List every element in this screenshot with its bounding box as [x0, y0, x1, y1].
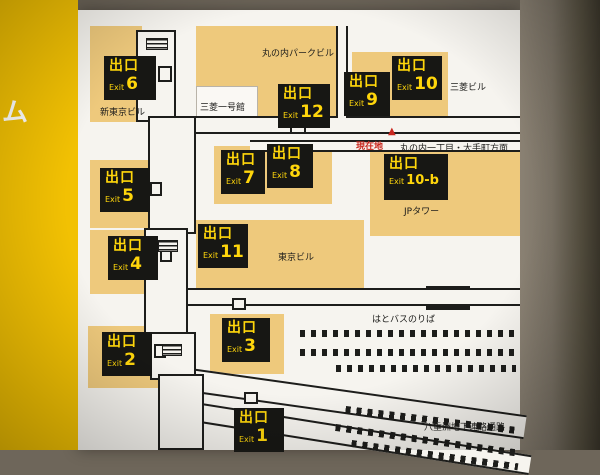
exit-number: 6 [126, 74, 138, 94]
exit-en-label: Exit [389, 177, 405, 186]
crosswalk-hatch-1 [300, 330, 515, 337]
current-location-marker-icon: ▲ [388, 126, 396, 137]
stairs-icon-1 [146, 38, 168, 50]
exit-jp-label: 出口 [397, 58, 427, 74]
crosswalk-hatch-3 [336, 365, 516, 372]
street-branch [250, 140, 520, 152]
exit-en-label: Exit [227, 345, 243, 354]
label-direction-marunouchi-otemachi: 丸の内一丁目・大手町方面 [400, 144, 509, 154]
label-tokyo-building: 東京ビル [278, 253, 315, 263]
exit-number: 11 [220, 242, 244, 262]
exit-en-label: Exit [107, 359, 123, 368]
crosswalk-hatch-2 [300, 349, 515, 356]
stair-stub-exit3 [232, 298, 246, 310]
stairs-icon-2 [158, 240, 178, 252]
stair-stub-exit1 [244, 392, 258, 404]
label-marunouchi-park-building: 丸の内パークビル [262, 49, 335, 59]
sign-yellow-border [0, 0, 78, 450]
exit-number: 7 [243, 168, 255, 188]
label-jp-tower: JPタワー [404, 207, 440, 217]
street-main [158, 116, 520, 134]
exit-en-label: Exit [113, 263, 129, 272]
exit-jp-label: 出口 [203, 226, 233, 242]
exit-number: 9 [366, 90, 378, 110]
street-lower [148, 288, 520, 306]
exit-number: 3 [244, 336, 256, 356]
exit-jp-label: 出口 [349, 74, 379, 90]
label-shin-tokyo-building: 新東京ビル [100, 108, 146, 118]
exit-en-label: Exit [272, 171, 288, 180]
exit-jp-label: 出口 [109, 58, 139, 74]
corridor-segment-5 [158, 374, 204, 450]
exit-en-label: Exit [397, 83, 413, 92]
exit-jp-label: 出口 [113, 238, 143, 254]
exit-jp-label: 出口 [107, 334, 137, 350]
exit-en-label: Exit [226, 177, 242, 186]
wall [520, 0, 600, 450]
exit-en-label: Exit [349, 99, 365, 108]
exit-jp-label: 出口 [105, 170, 135, 186]
exit-number: 1 [256, 426, 268, 446]
label-hato-bus-stop: はとバスのりば [372, 315, 436, 325]
exit-jp-label: 出口 [227, 320, 257, 336]
label-yaesu-passage: 八重洲地下連絡通路 [424, 423, 506, 433]
exit-en-label: Exit [109, 83, 125, 92]
exit-jp-label: 出口 [239, 410, 269, 426]
exit-en-label: Exit [203, 251, 219, 260]
exit-jp-label: 出口 [226, 152, 256, 168]
exit-number: 8 [289, 162, 301, 182]
exit-number: 10 [414, 74, 438, 94]
label-mitsubishi-building: 三菱ビル [450, 83, 487, 93]
stairs-icon-3 [162, 344, 182, 356]
stair-stub-exit5 [150, 182, 162, 196]
exit-number: 5 [122, 186, 134, 206]
exit-number: 2 [124, 350, 136, 370]
exit-number: 12 [300, 102, 324, 122]
exit-number: 10-b [406, 173, 439, 188]
exit-jp-label: 出口 [283, 86, 313, 102]
exit-number: 4 [130, 254, 142, 274]
side-text: ム [2, 98, 29, 128]
exit-jp-label: 出口 [272, 146, 302, 162]
exit-jp-label: 出口 [389, 156, 419, 172]
exit-en-label: Exit [283, 111, 299, 120]
exit-en-label: Exit [239, 435, 255, 444]
exit-en-label: Exit [105, 195, 121, 204]
corridor-segment-2 [148, 116, 196, 234]
label-current-location: 現在地 [356, 142, 384, 152]
label-mitsubishi-ichigokan: 三菱一号館 [200, 103, 246, 113]
stair-stub-exit6 [158, 66, 172, 82]
